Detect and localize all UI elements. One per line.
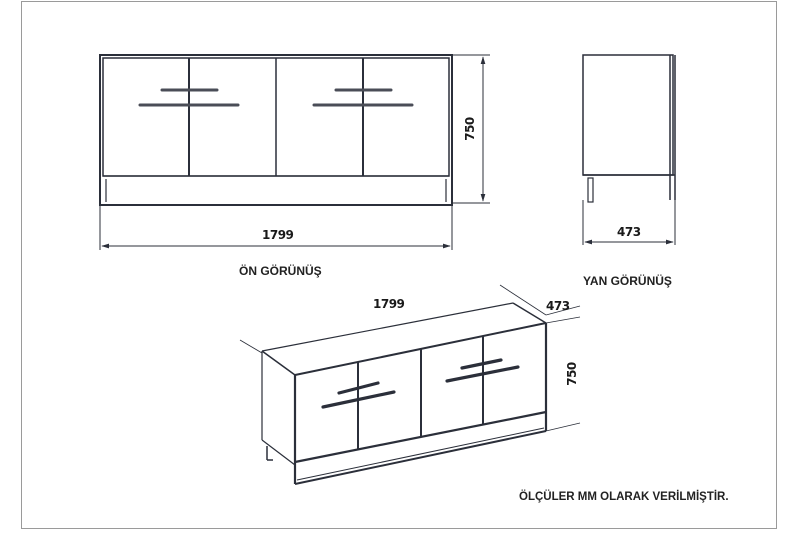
side-depth-dimension: 473 xyxy=(617,225,641,239)
iso-width-dimension: 1799 xyxy=(373,297,405,311)
iso-height-dimension: 750 xyxy=(564,362,579,386)
side-view xyxy=(582,54,676,245)
front-width-dimension: 1799 xyxy=(262,228,294,242)
drawing-sheet-frame xyxy=(21,1,777,529)
front-view-title: ÖN GÖRÜNÜŞ xyxy=(239,264,322,278)
iso-depth-dimension: 473 xyxy=(546,299,570,313)
isometric-view xyxy=(239,284,581,485)
front-height-dimension: 750 xyxy=(462,117,477,141)
front-view xyxy=(99,54,490,250)
side-view-title: YAN GÖRÜNÜŞ xyxy=(583,274,672,288)
units-note: ÖLÇÜLER MM OLARAK VERİLMİŞTİR. xyxy=(519,491,729,503)
